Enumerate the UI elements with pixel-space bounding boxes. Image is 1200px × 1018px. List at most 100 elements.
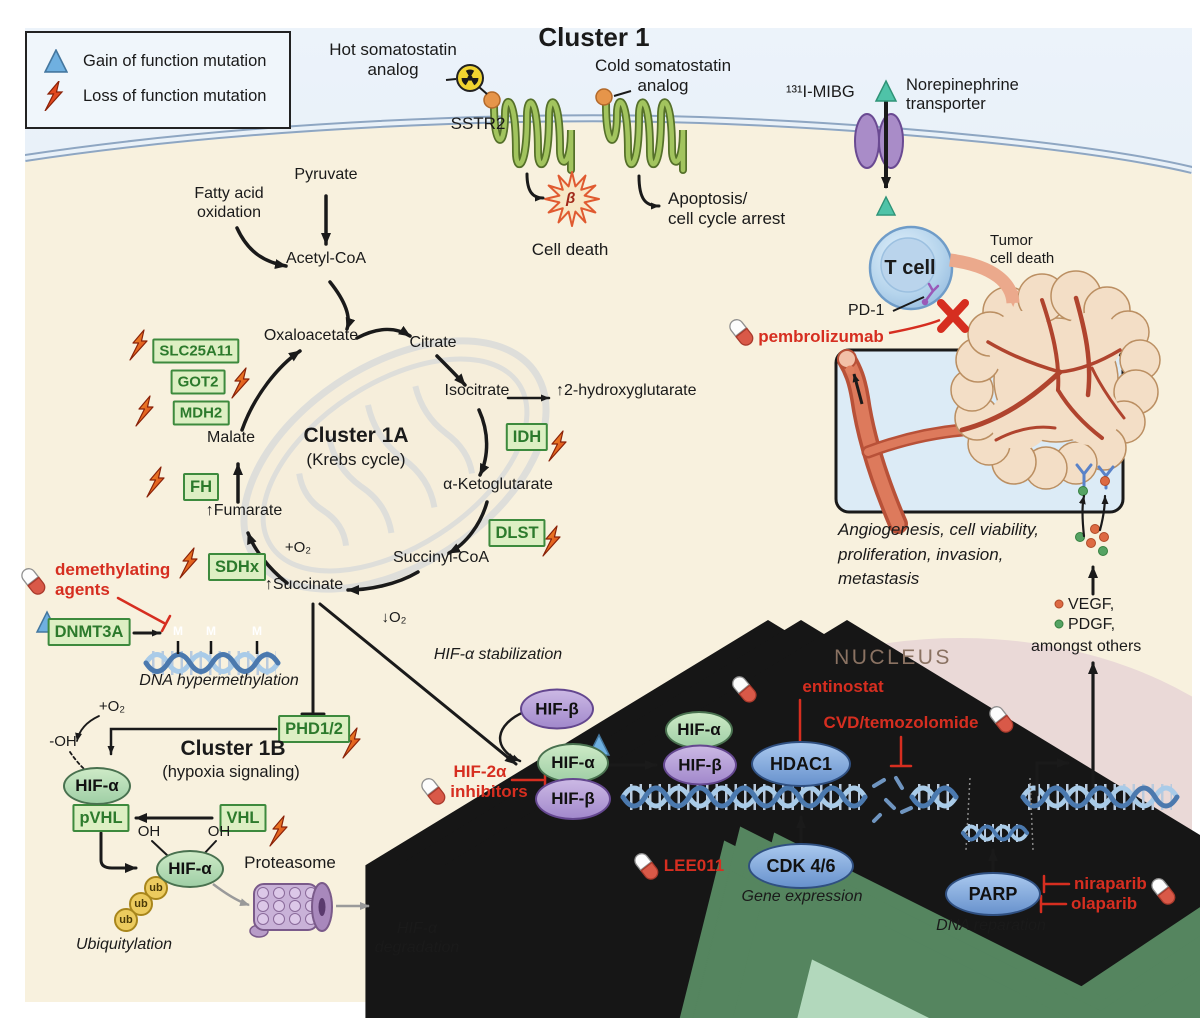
fatty-acid-label: Fatty acid oxidation [194,185,264,221]
hif-degradation-label: HIF-α degradation [374,920,460,956]
sstr2-label: SSTR2 [450,114,506,133]
malate-label: Malate [206,429,256,446]
entinostat-label: entinostat [802,677,884,696]
pd1-label: PD-1 [848,302,885,319]
beta-emission-label: β [566,190,576,207]
radioactive-connector [478,86,488,95]
dna-hypermethylation-helix [143,620,1200,1018]
oh-minus-label: -OH [49,733,77,750]
hif-stabilization-label: HIF-α stabilization [433,646,563,663]
cdk46-node: CDK 4/6 [748,843,854,889]
hif-alpha-node: HIF-α [156,850,224,888]
succinate-label: ↑Succinate [264,576,344,593]
cell-death-label: Cell death [531,240,609,259]
o2-down-label: ↓O₂ [381,609,407,626]
cvd-temozolomide-label: CVD/temozolomide [823,713,979,732]
hydroxyglutarate-label: ↑2-hydroxyglutarate [556,382,697,399]
radioactive-icon [456,64,484,92]
legend-loss-label: Loss of function mutation [83,86,267,105]
proteasome [249,882,333,938]
gene-expression-label: Gene expression [741,888,863,905]
hot-analog-connector [445,78,457,81]
net-label: Norepinephrine transporter [906,76,1019,114]
hif-alpha-node: HIF-α [665,711,733,749]
olaparib-label: olaparib [1071,894,1138,913]
cold-somatostatin-label: Cold somatostatin analog [594,56,732,96]
gene-box-dnmt3a: DNMT3A [47,618,131,646]
hif-beta-node: HIF-β [535,778,611,820]
cell-death-starburst [544,171,600,227]
inhibition-lines [116,596,1071,914]
proteasome-label: Proteasome [244,853,336,872]
hif2a-inhibitor-label-1: HIF-2α [453,762,507,781]
pembrolizumab-line [888,318,941,335]
pd1-receptor-icon [921,282,940,306]
gene-box-vhl: VHL [219,804,267,832]
ubiquitin-chain [114,876,168,932]
hot-analog-ligand [483,91,501,109]
acetyl-coa-label: Acetyl-CoA [285,250,367,267]
gene-box-pvhl: pVHL [72,804,130,832]
amongst-others-label: amongst others [1031,638,1142,655]
gene-box-slc25a11: SLC25A11 [152,338,240,364]
dna-reparation-label: DNA reparation [936,917,1046,934]
pathway-arrows [69,172,1109,873]
dna-hypermethylation-label: DNA hypermethylation [139,672,299,689]
ubiquitin-label: ub [119,914,133,926]
gene-box-idh: IDH [505,423,549,451]
vegf-pdgf-dots [1054,476,1110,629]
cluster-1a-label: Cluster 1A [303,424,409,447]
nucleus-dna-helix [620,776,1180,823]
o2-plus-label: +O₂ [284,539,312,556]
oh-label: OH [207,823,231,840]
sstr2-receptor [483,91,575,174]
dna-repair-segment [961,777,1034,851]
methyl-m-label: M [206,624,216,638]
lee011-label: LEE011 [663,856,725,875]
oh-label: OH [137,823,161,840]
niraparib-label: niraparib [1074,874,1147,893]
pd1-pointer-line [892,296,925,312]
tumor-cell-death-label: Tumor cell death [990,232,1055,267]
citrate-label: Citrate [409,334,457,351]
degradation-arrows [212,883,370,910]
isocitrate-label: Isocitrate [444,382,510,399]
blocked-x-icon [937,299,969,333]
demethylating-agents-label: demethylating agents [55,560,171,600]
oxaloacetate-label: Oxaloacetate [263,327,359,344]
methyl-m-label: M [252,624,262,638]
t-cell-label: T cell [884,257,936,279]
hif-alpha-node: HIF-α [63,767,131,805]
hif-alpha-node: HIF-α [537,743,609,783]
figure-title: Cluster 1 [538,22,650,52]
o2-plus-hypoxia-label: +O₂ [98,698,126,715]
legend-box: Gain of function mutation Loss of functi… [25,31,291,129]
sstr2-receptor-cold [595,88,687,174]
gene-box-fh: FH [183,473,219,501]
loss-of-function-bolt-icon [41,81,71,111]
hif-beta-node: HIF-β [663,744,737,786]
blood-vessel [837,349,969,534]
cluster-1a-sub-label: (Krebs cycle) [306,450,406,469]
legend-loss-row: Loss of function mutation [27,81,289,111]
gene-box-phd: PHD1/2 [278,715,350,743]
tcell-attack-arrow [949,253,1020,307]
gene-box-mdh2: MDH2 [172,400,230,426]
ubiquitin-label: ub [149,882,163,894]
tumor-vessels [959,295,1126,442]
cluster-1b-label: Cluster 1B [180,737,286,760]
dna-break-fragments [872,776,913,823]
angiogenesis-caption: Angiogenesis, cell viability, proliferat… [838,520,1039,589]
methyl-m-label: M [173,624,183,638]
norepinephrine-transporter [854,80,904,216]
pembrolizumab-label: pembrolizumab [758,327,884,346]
gain-of-function-triangle-icon [41,49,71,73]
fumarate-label: ↑Fumarate [205,502,283,519]
hot-somatostatin-label: Hot somatostatin analog [329,40,457,80]
mibg-label: ¹³¹I-MIBG [786,83,855,101]
apoptosis-label: Apoptosis/ cell cycle arrest [668,189,786,229]
gene-box-dlst: DLST [488,519,546,547]
cell-membrane [25,114,1192,174]
gene-box-sdhx: SDHx [207,553,267,581]
